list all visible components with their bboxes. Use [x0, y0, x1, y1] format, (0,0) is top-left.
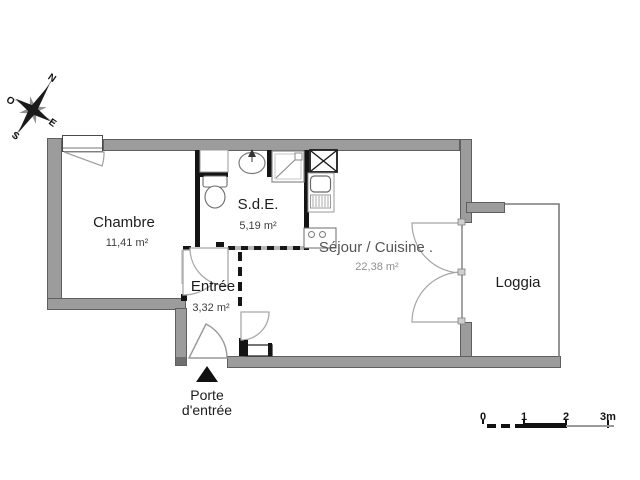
- door-swing-entrance: [187, 323, 228, 359]
- closet: [199, 149, 229, 173]
- compass-label-n: N: [46, 72, 58, 85]
- compass-label-o: O: [4, 94, 17, 108]
- partition-dashed-horizontal: [228, 246, 304, 250]
- partition-basin-shower: [267, 150, 272, 177]
- cooktop: [303, 227, 337, 249]
- french-door-hinge-top: [457, 218, 466, 226]
- shower-drain: [294, 152, 303, 161]
- partition-sde-left: [195, 150, 200, 247]
- wall-bottom: [227, 356, 561, 368]
- wall-loggia-top-stub: [466, 202, 505, 213]
- partition-closet-stub: [198, 172, 228, 177]
- compass-star-main: [15, 84, 51, 133]
- room-label-chambre: Chambre: [93, 214, 155, 231]
- partition-sde-jog: [183, 246, 191, 251]
- room-area-entree: 3,32 m²: [192, 302, 230, 314]
- faucet-arrow: [248, 149, 256, 157]
- wall-chambre-bottom: [47, 298, 186, 310]
- partition-chambre-door-cap: [181, 294, 187, 301]
- entrance-label-line2: d'entrée: [181, 402, 233, 418]
- radiator-end-right: [268, 343, 272, 356]
- kitchen-sink-basin: [309, 175, 332, 193]
- entrance-label-line1: Porte: [190, 387, 224, 403]
- kitchen-drainboard: [310, 194, 331, 209]
- cooktop-burner-2: [319, 231, 326, 238]
- entrance-arrow: [196, 366, 218, 382]
- wall-entree-left: [175, 308, 187, 366]
- room-label-loggia: Loggia: [495, 274, 541, 291]
- compass-rose: N O E S: [4, 72, 58, 143]
- window-casement-swing: [63, 151, 105, 167]
- partition-sde-jamb: [216, 242, 224, 247]
- door-swing-sde: [189, 247, 229, 287]
- toilet-bowl: [204, 185, 226, 209]
- door-swing-sejour: [240, 311, 270, 341]
- radiator-end-left: [244, 340, 248, 356]
- french-door-swing-lower: [411, 271, 463, 323]
- shower-inner: [274, 153, 302, 180]
- partition-dashed-vertical: [238, 252, 242, 312]
- toilet-tank: [202, 175, 228, 188]
- french-door-hinge-bottom: [457, 317, 466, 325]
- room-label-sde: S.d.E.: [237, 196, 279, 213]
- wall-entree-left-cap: [176, 357, 186, 365]
- room-label-entree: Entrée: [190, 278, 236, 295]
- loggia-outline: [505, 203, 560, 357]
- room-area-chambre: 11,41 m²: [105, 237, 149, 249]
- compass-label-s: S: [9, 130, 21, 143]
- room-area-sejour: 22,38 m²: [355, 261, 399, 273]
- kitchen-drainboard-grooves: [312, 196, 329, 207]
- french-door-hinge-mid: [457, 268, 466, 276]
- partition-kitchen: [304, 150, 309, 250]
- partition-sejour-stub: [239, 338, 244, 356]
- room-label-sejour: Séjour / Cuisine .: [318, 239, 434, 256]
- room-area-sde: 5,19 m²: [239, 220, 277, 232]
- washer-cross-2: [310, 150, 337, 172]
- cooktop-burner-1: [308, 231, 315, 238]
